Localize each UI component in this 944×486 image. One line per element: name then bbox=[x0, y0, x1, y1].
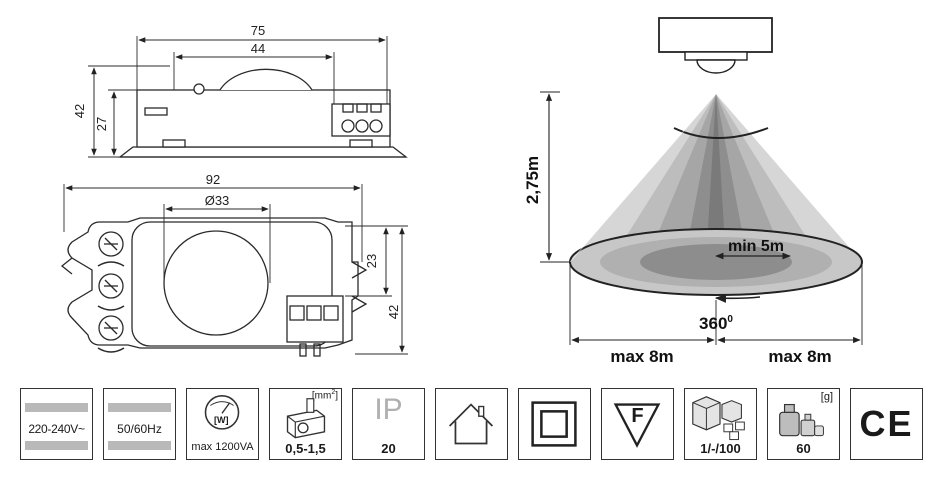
top-width-label: 92 bbox=[206, 172, 220, 187]
detection-diagram bbox=[540, 17, 863, 345]
ip-rating-spec: IP 20 bbox=[352, 388, 425, 460]
power-label: max 1200VA bbox=[191, 441, 254, 453]
side-width-label: 75 bbox=[251, 23, 265, 38]
f-mark-symbol: F bbox=[631, 405, 644, 427]
power-spec: [W] max 1200VA bbox=[186, 388, 259, 460]
lens-diameter-label: Ø33 bbox=[205, 193, 230, 208]
wire-section-spec: [mm2] 0,5-1,5 bbox=[269, 388, 342, 460]
frequency-bar-bottom bbox=[108, 441, 171, 450]
dome-width-label: 44 bbox=[251, 41, 265, 56]
min-range-label: min 5m bbox=[728, 238, 784, 255]
power-symbol: [W] bbox=[214, 415, 229, 425]
packaging-label: 1/-/100 bbox=[700, 441, 741, 456]
ip-symbol: IP bbox=[374, 393, 403, 426]
packaging-spec: 1/-/100 bbox=[684, 388, 757, 460]
spec-icon-row: 220-240V~ 50/60Hz [W] max 1200VA [mm2] 0… bbox=[20, 388, 935, 462]
ip-rating-label: 20 bbox=[381, 441, 396, 456]
class-ii-spec bbox=[518, 388, 591, 460]
max-range-right-label: max 8m bbox=[768, 347, 831, 366]
voltage-bar-bottom bbox=[25, 441, 88, 450]
side-view bbox=[88, 36, 408, 158]
meter-icon bbox=[204, 395, 240, 430]
wire-section-label: 0,5-1,5 bbox=[285, 441, 326, 456]
wire-unit: [mm2] bbox=[311, 389, 338, 402]
ce-mark-symbol: CE bbox=[859, 403, 914, 444]
weight-unit: [g] bbox=[820, 391, 833, 403]
angle-label: 3600 bbox=[699, 314, 733, 333]
side-height-label: 42 bbox=[72, 104, 87, 118]
frequency-spec: 50/60Hz bbox=[103, 388, 176, 460]
body-height-label: 27 bbox=[94, 117, 109, 131]
double-square-icon bbox=[531, 401, 577, 447]
terminal-height-label: 23 bbox=[364, 254, 379, 268]
ce-mark-spec: CE bbox=[850, 388, 923, 460]
weights-icon bbox=[779, 403, 824, 437]
mount-height-label: 2,75m bbox=[523, 156, 542, 204]
frequency-bar-top bbox=[108, 403, 171, 412]
f-triangle-icon bbox=[613, 403, 661, 448]
top-height-label: 42 bbox=[386, 305, 401, 319]
weight-label: 60 bbox=[796, 441, 811, 456]
boxes-icon bbox=[692, 396, 745, 441]
house-icon bbox=[449, 403, 494, 445]
voltage-label: 220-240V~ bbox=[28, 422, 85, 436]
f-mark-spec: F bbox=[601, 388, 674, 460]
terminal-clamp-icon bbox=[286, 398, 326, 439]
max-range-left-label: max 8m bbox=[610, 347, 673, 366]
voltage-spec: 220-240V~ bbox=[20, 388, 93, 460]
frequency-label: 50/60Hz bbox=[117, 422, 162, 436]
top-view bbox=[60, 184, 408, 357]
voltage-bar-top bbox=[25, 403, 88, 412]
weight-spec: [g] 60 bbox=[767, 388, 840, 460]
indoor-use-spec bbox=[435, 388, 508, 460]
